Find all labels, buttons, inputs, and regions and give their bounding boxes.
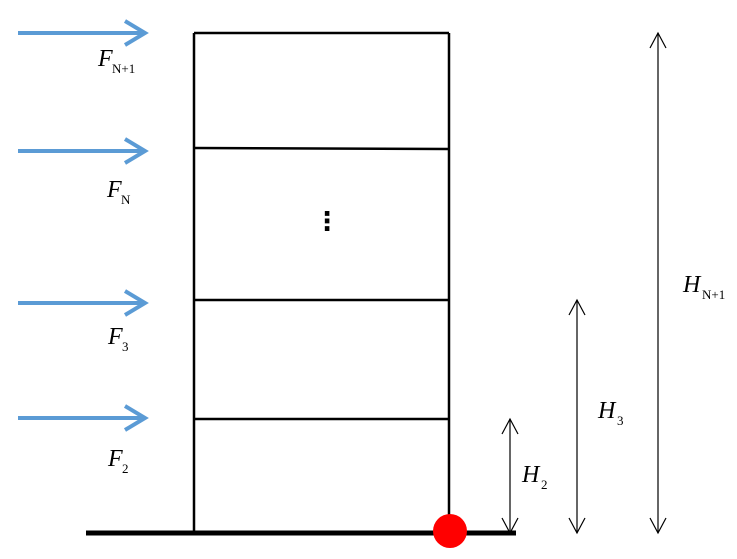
force-label-2-sub: 2 (122, 461, 129, 476)
force-label-3-main: F (107, 324, 123, 350)
force-label-3: F 3 (107, 324, 129, 354)
support-point (433, 514, 467, 548)
force-label-n-sub: N (121, 192, 131, 207)
vertical-ellipsis: ⋮ (314, 207, 340, 237)
dimension-arrowhead-h-2-top (501, 417, 519, 435)
force-arrowhead-n1 (123, 19, 149, 47)
force-label-n1-sub: N+1 (112, 61, 135, 76)
dimension-arrowhead-h-3-bottom (568, 517, 586, 535)
force-label-2: F 2 (107, 446, 129, 476)
dimension-arrowhead-h-2-bottom (501, 517, 519, 535)
height-label-2: H 2 (521, 462, 548, 492)
force-arrows (18, 19, 149, 432)
force-label-3-sub: 3 (122, 339, 129, 354)
force-label-n1-main: F (97, 46, 113, 72)
dimension-arrows (501, 31, 667, 535)
force-label-n1: F N+1 (97, 46, 135, 76)
force-label-n: F N (106, 177, 131, 207)
dimension-arrowhead-h-3-top (568, 298, 586, 316)
dimension-arrowhead-h-n1-top (649, 31, 667, 49)
dimension-arrowhead-h-n1-bottom (649, 517, 667, 535)
force-arrowhead-2 (123, 404, 149, 432)
force-arrowhead-3 (123, 289, 149, 317)
force-arrowhead-n (123, 137, 149, 165)
force-label-2-main: F (107, 446, 123, 472)
height-label-n1-main: H (682, 272, 702, 298)
height-label-3-sub: 3 (617, 413, 624, 428)
height-label-2-sub: 2 (541, 477, 548, 492)
force-label-n-main: F (106, 177, 122, 203)
height-label-3: H 3 (597, 398, 624, 428)
height-label-n1: H N+1 (682, 272, 725, 302)
height-label-3-main: H (597, 398, 617, 424)
height-label-2-main: H (521, 462, 541, 488)
height-label-n1-sub: N+1 (702, 287, 725, 302)
floor-beam-n (193, 146, 450, 151)
